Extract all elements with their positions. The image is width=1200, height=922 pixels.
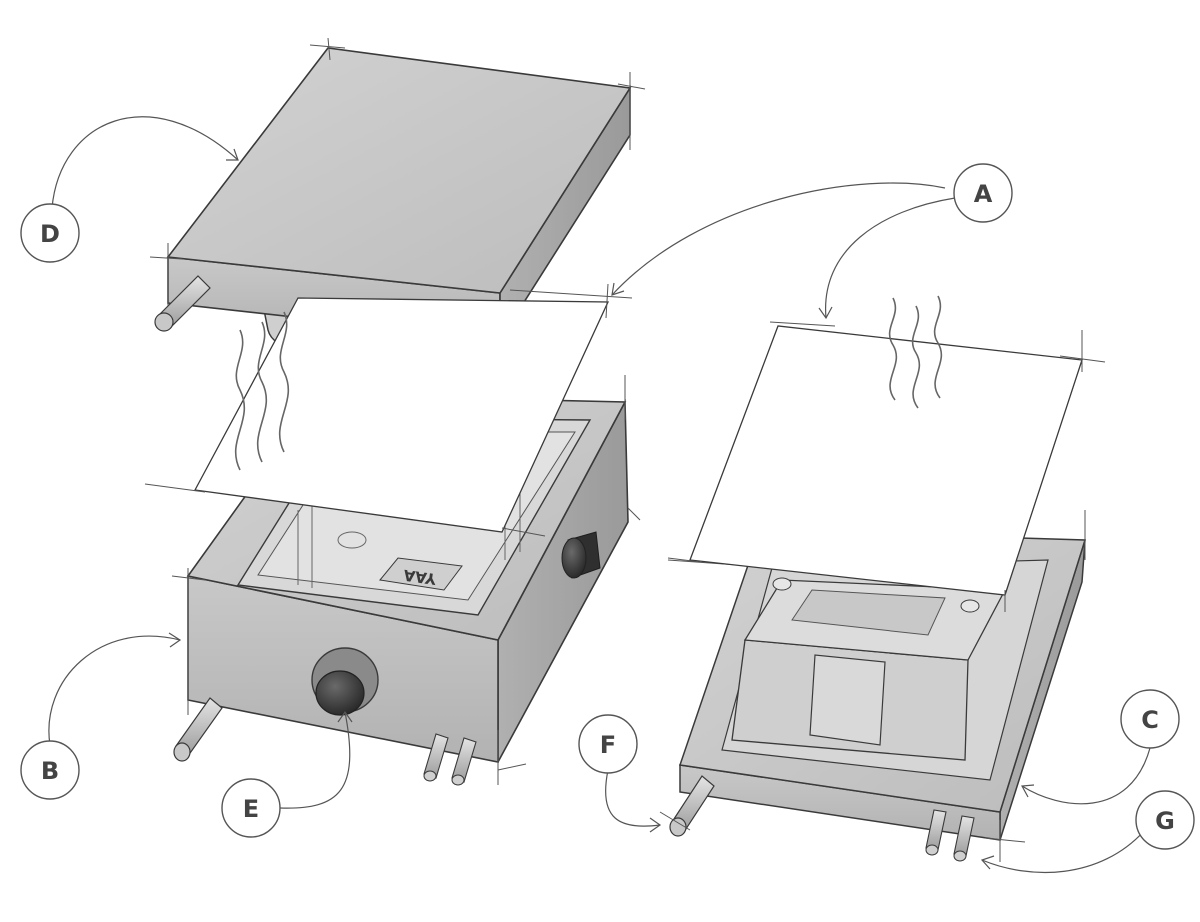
- arrow-d-icon: [226, 148, 239, 161]
- mold-marking-plate: YAA: [379, 557, 463, 591]
- leader-c: [1021, 747, 1151, 805]
- side-knob: [561, 531, 601, 579]
- callout-g-label: G: [1155, 807, 1175, 835]
- top-plate-rod: [154, 275, 211, 332]
- right-formed-window: [809, 654, 886, 746]
- callout-f: F: [578, 714, 638, 774]
- callout-d: D: [20, 203, 80, 263]
- left-box-pipes: [423, 733, 477, 786]
- callout-a: A: [953, 163, 1013, 223]
- left-plastic-sheet: [144, 283, 633, 537]
- left-box-rod: [173, 697, 223, 762]
- callout-b: B: [20, 740, 80, 800]
- leader-f: [605, 769, 661, 827]
- right-base-construction-lines: [659, 510, 1086, 862]
- right-formed-hole-right: [960, 599, 980, 613]
- mold-marking-text: YAA: [402, 566, 438, 589]
- left-heat-waves-icon: [234, 311, 290, 471]
- arrow-e-icon: [337, 710, 353, 723]
- arrow-g-icon: [980, 855, 995, 870]
- leader-e: [279, 711, 351, 809]
- callout-c-label: C: [1141, 706, 1159, 734]
- left-sheet-construction-lines: [144, 283, 633, 537]
- leader-lines: [48, 116, 1151, 874]
- top-plate-top-face: [166, 47, 632, 294]
- callout-a-label: A: [974, 180, 993, 208]
- right-formed-hole-left: [772, 577, 792, 591]
- leader-a-left: [611, 182, 946, 296]
- right-base-pipes: [925, 809, 975, 862]
- callout-b-label: B: [41, 757, 59, 785]
- arrow-a-left-icon: [611, 282, 625, 296]
- left-box-construction-lines: [171, 375, 641, 785]
- callout-d-label: D: [40, 220, 60, 248]
- right-heat-waves-icon: [888, 295, 943, 409]
- arrow-b-icon: [168, 632, 182, 648]
- top-plate-construction-lines: [149, 37, 646, 343]
- right-base-rod: [669, 775, 715, 837]
- leader-g: [981, 829, 1146, 874]
- front-knob: [311, 647, 379, 716]
- arrow-a-right-icon: [818, 306, 833, 320]
- callout-f-label: F: [600, 731, 616, 759]
- arrow-f-icon: [649, 817, 662, 833]
- callout-e: E: [221, 778, 281, 838]
- callout-e-label: E: [243, 795, 259, 823]
- right-formed-recess: [791, 589, 946, 636]
- leader-b: [48, 635, 181, 746]
- left-sheet-surface: [193, 297, 610, 533]
- right-plastic-sheet: [667, 295, 1106, 612]
- right-formed-part: [659, 510, 1087, 862]
- leader-d: [51, 116, 239, 209]
- right-sheet-construction-lines: [667, 321, 1106, 612]
- callout-g: G: [1135, 790, 1195, 850]
- callout-c: C: [1120, 689, 1180, 749]
- arrow-c-icon: [1021, 784, 1035, 798]
- leader-a-right: [825, 197, 956, 319]
